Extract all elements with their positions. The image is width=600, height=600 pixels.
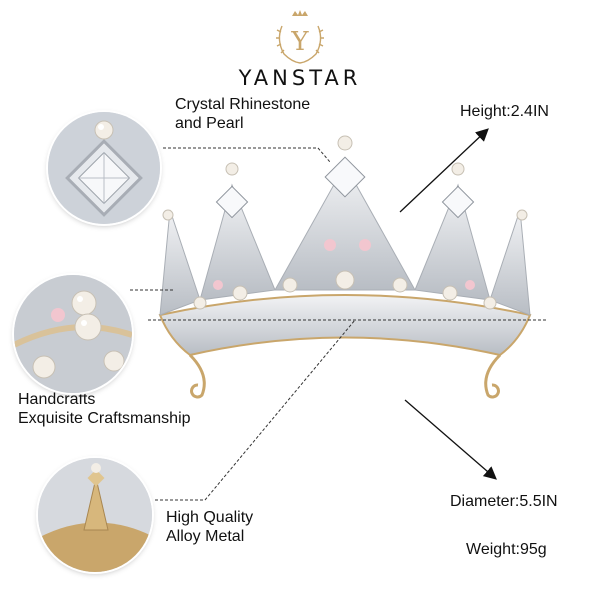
logo-letter: Y — [290, 27, 309, 57]
weight-label: Weight:95g — [466, 541, 547, 558]
rhinestone-detail-image — [48, 112, 160, 224]
crown-logo-icon — [292, 10, 308, 16]
metal-label-line-2: Alloy Metal — [166, 528, 245, 545]
laurel-wreath-icon — [276, 25, 324, 64]
alloy-detail-image — [38, 458, 152, 572]
brand-name: YANSTAR — [238, 66, 362, 90]
height-label: Height:2.4IN — [460, 103, 549, 120]
crown-tiara-image — [158, 135, 532, 399]
diameter-label: Diameter:5.5IN — [450, 493, 558, 510]
material-label-line-1: Crystal Rhinestone — [175, 96, 311, 113]
craft-label-line-1: Handcrafts — [18, 391, 96, 408]
brand-logo: Y — [276, 10, 324, 64]
pearl-detail-image — [14, 275, 132, 393]
metal-label-line-1: High Quality — [166, 509, 254, 526]
craft-label: Handcrafts Exquisite Craftsmanship — [18, 390, 191, 428]
metal-label: High Quality Alloy Metal — [166, 508, 253, 546]
craft-label-line-2: Exquisite Craftsmanship — [18, 410, 191, 427]
material-label-line-2: and Pearl — [175, 115, 244, 132]
material-label: Crystal Rhinestone and Pearl — [175, 95, 310, 133]
